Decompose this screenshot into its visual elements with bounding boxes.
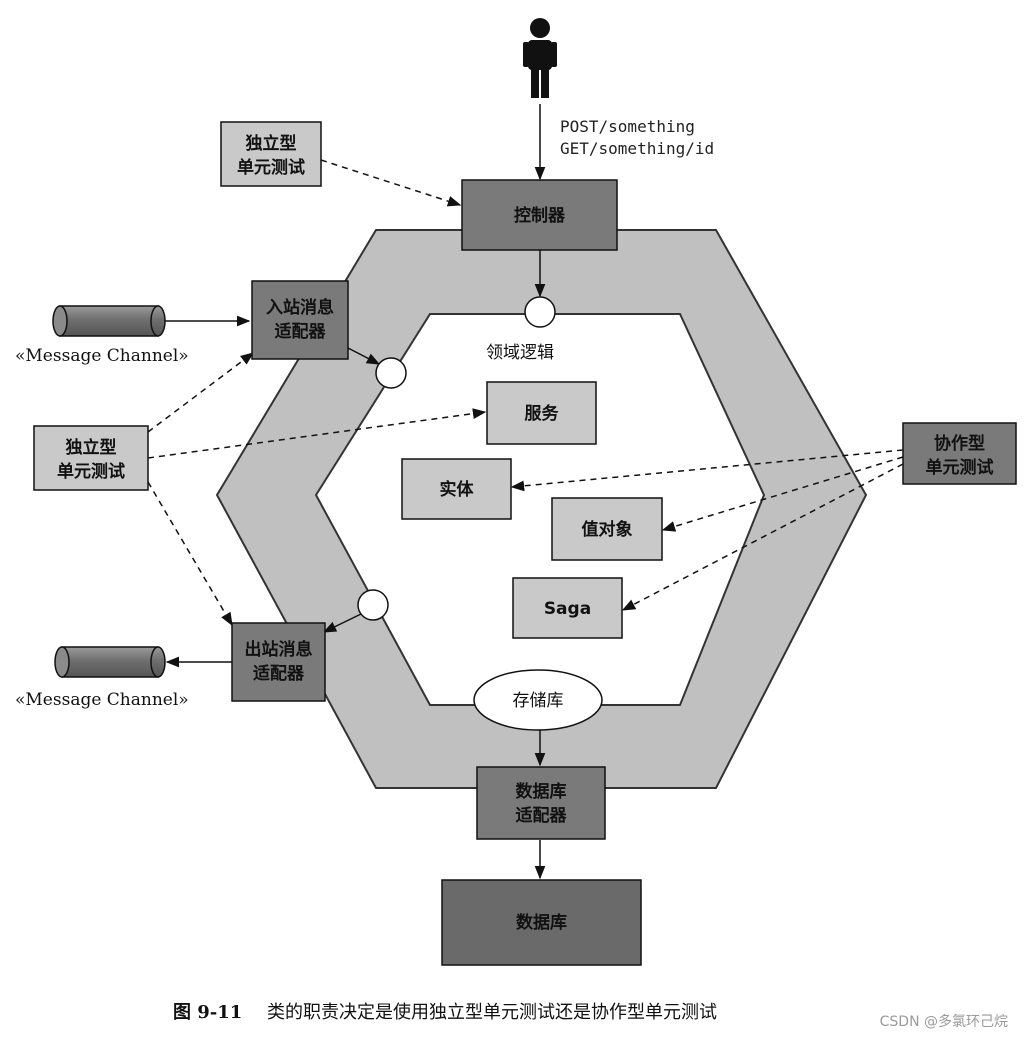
sociable-test-line2: 单元测试 xyxy=(926,457,994,478)
domain-port-top xyxy=(524,296,556,328)
db-adapter-box: 数据库 适配器 xyxy=(476,766,606,840)
outbound-adapter-box: 出站消息 适配器 xyxy=(231,622,326,702)
solitary-test-top-box: 独立型 单元测试 xyxy=(220,121,322,187)
inbound-adapter-box: 入站消息 适配器 xyxy=(251,280,349,360)
database-label: 数据库 xyxy=(516,912,567,933)
repository-label: 存储库 xyxy=(513,691,564,711)
solitary-test-left-box: 独立型 单元测试 xyxy=(33,425,149,491)
outbound-adapter-line2: 适配器 xyxy=(253,664,305,684)
solid-arrows xyxy=(163,104,546,880)
solitary-test-left-line2: 单元测试 xyxy=(57,461,125,482)
sociable-test-box: 协作型 单元测试 xyxy=(902,422,1017,485)
db-adapter-line2: 适配器 xyxy=(516,806,568,826)
sociable-test-line1: 协作型 xyxy=(934,433,985,454)
user-icon xyxy=(523,18,557,98)
solitary-test-top-line1: 独立型 xyxy=(246,133,297,154)
db-adapter-line1: 数据库 xyxy=(516,781,567,802)
entity-box: 实体 xyxy=(401,458,512,520)
inbound-channel-cylinder xyxy=(52,305,166,337)
dashed-arrows xyxy=(147,159,904,627)
inbound-adapter-line1: 入站消息 xyxy=(266,297,334,318)
request-get: GET/something/id xyxy=(560,139,714,158)
saga-box: Saga xyxy=(512,577,623,639)
domain-port-inbound xyxy=(375,357,407,389)
figure-number: 图 9-11 xyxy=(173,1002,242,1023)
domain-logic-label: 领域逻辑 xyxy=(486,343,554,363)
inbound-channel-label: «Message Channel» xyxy=(15,346,189,366)
value-object-box: 值对象 xyxy=(551,497,663,561)
database-box: 数据库 xyxy=(441,879,642,966)
service-box: 服务 xyxy=(486,381,597,445)
value-object-label: 值对象 xyxy=(582,519,633,540)
saga-label: Saga xyxy=(544,599,591,619)
watermark: CSDN @多氯环己烷 xyxy=(880,1013,1008,1030)
figure-caption: 类的职责决定是使用独立型单元测试还是协作型单元测试 xyxy=(267,1002,717,1023)
entity-label: 实体 xyxy=(440,479,475,500)
domain-port-outbound xyxy=(357,589,389,621)
controller-box: 控制器 xyxy=(461,179,618,251)
repository-ellipse: 存储库 xyxy=(473,669,603,731)
inbound-adapter-line2: 适配器 xyxy=(275,322,327,342)
service-label: 服务 xyxy=(525,403,560,424)
controller-label: 控制器 xyxy=(514,205,566,226)
solitary-test-left-line1: 独立型 xyxy=(66,437,117,458)
outbound-adapter-line1: 出站消息 xyxy=(245,639,313,660)
outbound-channel-label: «Message Channel» xyxy=(15,690,189,710)
outbound-channel-cylinder xyxy=(54,646,166,678)
request-post: POST/something xyxy=(560,117,695,136)
solitary-test-top-line2: 单元测试 xyxy=(237,157,305,178)
